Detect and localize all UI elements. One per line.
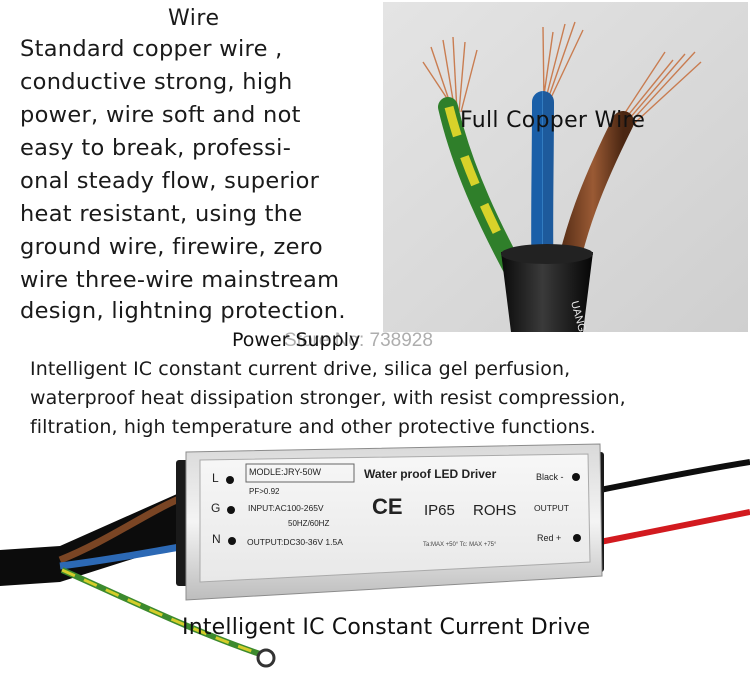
power-supply-title: Power Supply (232, 329, 361, 351)
terminal-g-label: G (211, 501, 221, 515)
wire-line: power, wire soft and not (20, 102, 301, 128)
wire-line: heat resistant, using the (20, 201, 303, 227)
rohs-mark: ROHS (473, 502, 517, 519)
model-text: MODLE:JRY-50W (249, 467, 322, 477)
wire-title: Wire (168, 6, 220, 31)
output-label: OUTPUT (534, 503, 569, 513)
led-driver-photo: L G N MODLE:JRY-50W PF>0.92 INPUT:AC100-… (0, 430, 750, 682)
wire-line: conductive strong, high (20, 69, 293, 95)
photo-label: Full Copper Wire (460, 108, 646, 133)
output-spec-text: OUTPUT:DC30-36V 1.5A (247, 537, 343, 547)
ce-mark: CE (372, 494, 403, 519)
frequency-text: 50HZ/60HZ (288, 519, 330, 528)
wire-line: onal steady flow, superior (20, 168, 320, 194)
black-wire-label: Black - (536, 472, 564, 482)
driver-caption: Intelligent IC Constant Current Drive (182, 615, 591, 640)
wire-line: Standard copper wire , (20, 36, 283, 62)
input-text: INPUT:AC100-265V (248, 503, 324, 513)
ip-rating: IP65 (424, 502, 455, 519)
power-supply-line: filtration, high temperature and other p… (30, 416, 596, 438)
temperature-text: Ta:MAX +50° Tc: MAX +75° (423, 542, 497, 548)
wire-line: design, lightning protection. (20, 298, 346, 324)
power-supply-line: Intelligent IC constant current drive, s… (30, 358, 571, 380)
wire-line: easy to break, professi- (20, 135, 292, 161)
copper-wire-photo: UANG (383, 2, 748, 332)
terminal-n-label: N (212, 532, 221, 546)
red-wire-label: Red + (537, 533, 562, 543)
brand-text: Water proof LED Driver (364, 467, 497, 481)
copper-wire-illustration: UANG (383, 2, 748, 332)
store-watermark: Store No: 738928 (284, 330, 433, 351)
wire-line: ground wire, firewire, zero (20, 234, 323, 260)
terminal-l-label: L (212, 471, 219, 485)
wire-line: wire three-wire mainstream (20, 267, 340, 293)
pf-text: PF>0.92 (249, 487, 280, 496)
led-driver-illustration (0, 443, 750, 668)
power-supply-line: waterproof heat dissipation stronger, wi… (30, 387, 626, 409)
